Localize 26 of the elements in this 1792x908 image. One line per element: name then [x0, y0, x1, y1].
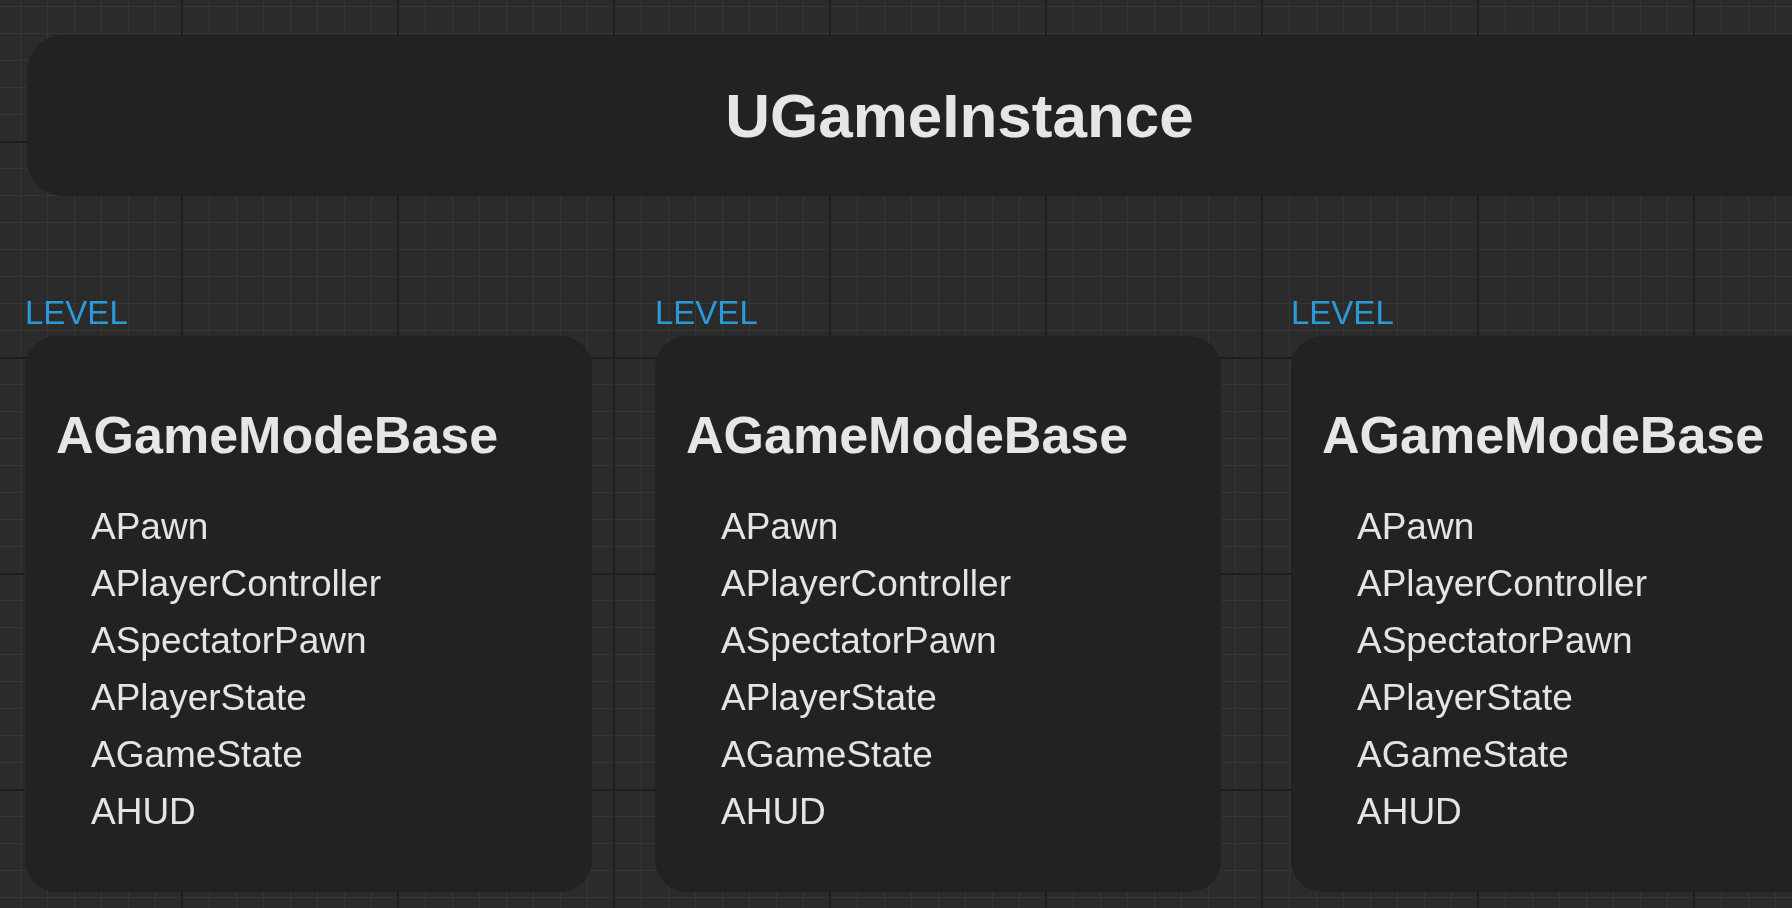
instance-panel	[27, 35, 1792, 196]
level-tag: LEVEL	[655, 294, 758, 332]
level-tag: LEVEL	[1291, 294, 1394, 332]
class-list-item: AHUD	[91, 790, 196, 834]
class-heading: UGameInstance	[725, 79, 1194, 152]
class-heading: AGameModeBase	[686, 405, 1129, 465]
class-heading: AGameModeBase	[1322, 405, 1765, 465]
level-tag: LEVEL	[25, 294, 128, 332]
class-list-item: AGameState	[1357, 733, 1569, 777]
class-list-item: APlayerController	[91, 562, 381, 606]
class-list-item: APawn	[1357, 505, 1475, 549]
class-heading: AGameModeBase	[56, 405, 499, 465]
class-list-item: AGameState	[91, 733, 303, 777]
class-list-item: APlayerController	[721, 562, 1011, 606]
class-list-item: APlayerController	[1357, 562, 1647, 606]
class-list-item: AHUD	[1357, 790, 1462, 834]
class-list-item: ASpectatorPawn	[91, 619, 367, 663]
class-list-item: APlayerState	[91, 676, 307, 720]
class-list-item: ASpectatorPawn	[1357, 619, 1633, 663]
class-list-item: AHUD	[721, 790, 826, 834]
class-list-item: APlayerState	[721, 676, 937, 720]
class-list-item: APlayerState	[1357, 676, 1573, 720]
class-list-item: ASpectatorPawn	[721, 619, 997, 663]
class-list-item: APawn	[721, 505, 839, 549]
class-list-item: APawn	[91, 505, 209, 549]
class-list-item: AGameState	[721, 733, 933, 777]
